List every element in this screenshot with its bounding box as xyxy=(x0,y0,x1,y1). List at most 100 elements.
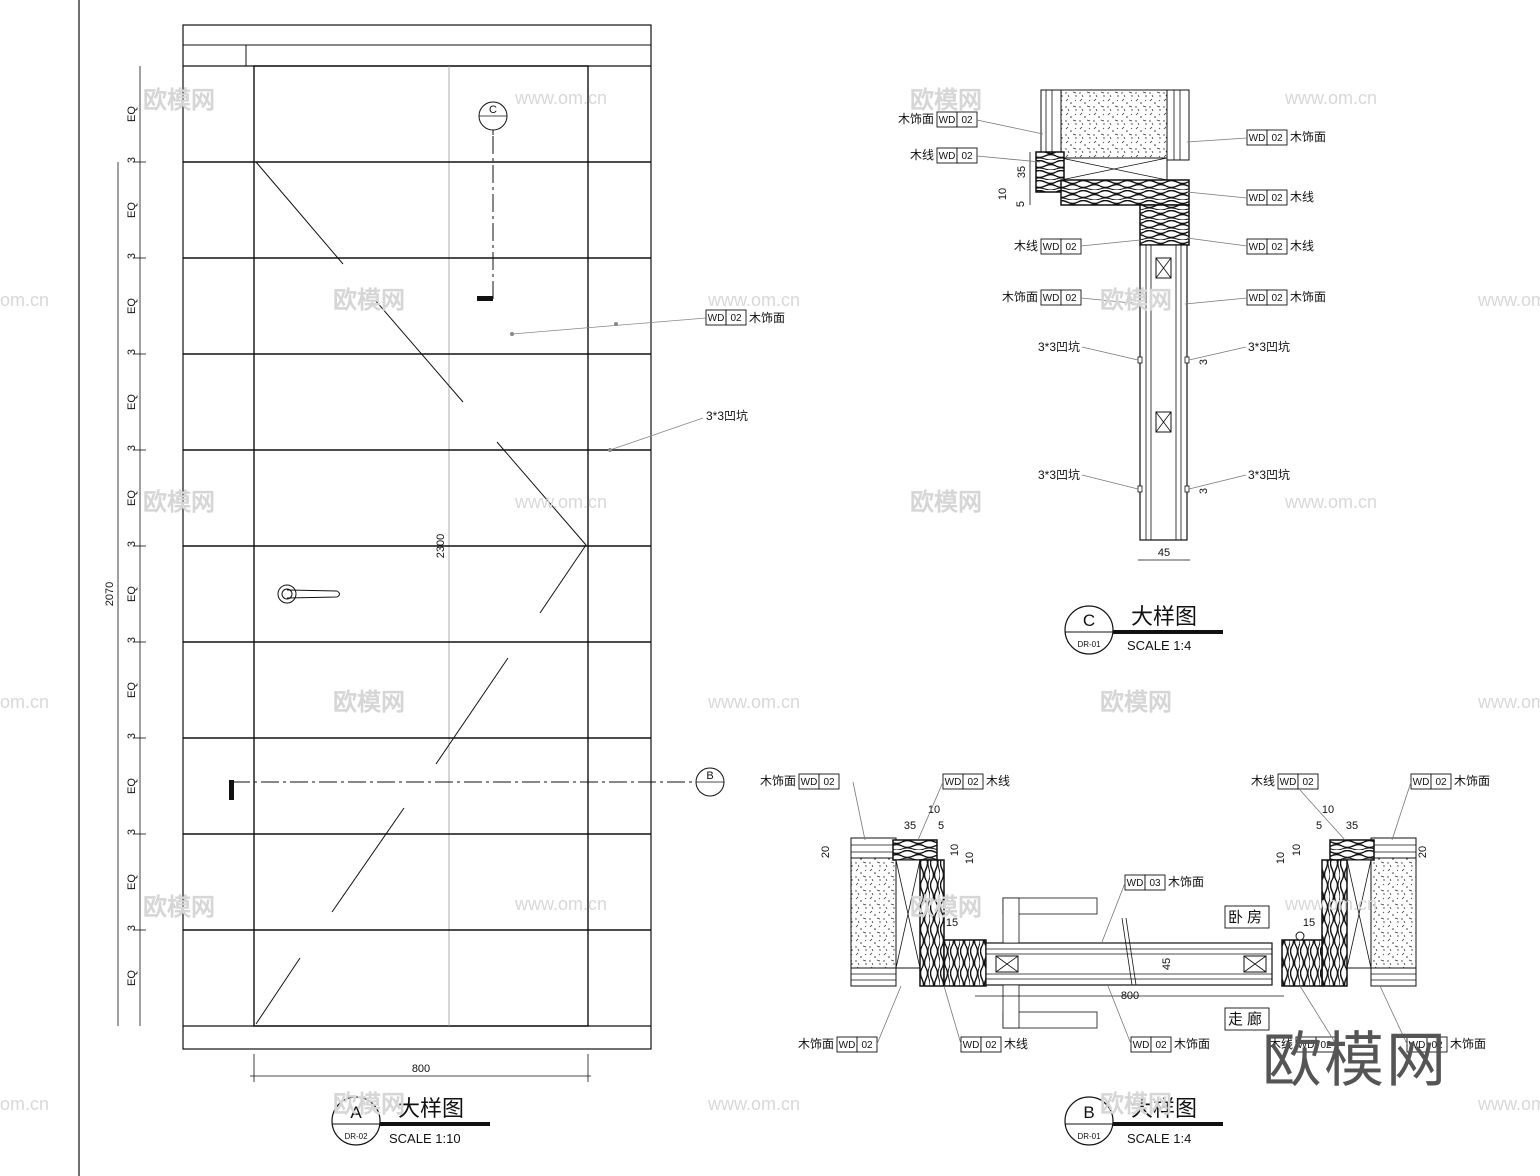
eq-label: EQ xyxy=(126,778,138,794)
detail-b-scale: SCALE 1:4 xyxy=(1127,1131,1191,1146)
svg-text:20: 20 xyxy=(820,846,832,858)
svg-text:10: 10 xyxy=(949,844,961,856)
detail-c-title-text: 大样图 xyxy=(1131,604,1197,629)
svg-text:10: 10 xyxy=(1291,844,1303,856)
svg-text:WD: WD xyxy=(1298,1040,1315,1051)
svg-text:02: 02 xyxy=(1271,242,1283,253)
svg-text:02: 02 xyxy=(1431,1040,1443,1051)
svg-text:WD: WD xyxy=(1280,777,1297,788)
svg-text:3*3凹坑: 3*3凹坑 xyxy=(1038,339,1080,354)
svg-text:02: 02 xyxy=(730,313,742,324)
door-handle xyxy=(277,584,340,604)
svg-text:45: 45 xyxy=(1161,958,1173,970)
section-b-marker: B xyxy=(229,767,725,800)
brand-watermark-text: 欧模网 xyxy=(910,893,982,921)
detail-b-title-text: 大样图 xyxy=(1131,1096,1197,1121)
url-watermark-text: www.om.cn xyxy=(1284,492,1377,512)
gap-label: 3 xyxy=(126,637,138,643)
svg-text:02: 02 xyxy=(985,1040,997,1051)
eq-label: EQ xyxy=(126,970,138,986)
detail-b-plan-section: 800 45 20 20 35 35 10 10 5 5 10 10 10 10… xyxy=(760,773,1490,1146)
svg-text:02: 02 xyxy=(1271,293,1283,304)
url-watermark-text: om.cn xyxy=(0,1094,49,1114)
svg-text:02: 02 xyxy=(1271,133,1283,144)
svg-text:3: 3 xyxy=(1198,488,1210,494)
brand-watermark-text: 欧模网 xyxy=(143,893,215,921)
gap-label: 3 xyxy=(126,541,138,547)
svg-text:木饰面: 木饰面 xyxy=(1168,875,1204,889)
detail-a-letter: A xyxy=(350,1103,362,1122)
svg-text:35: 35 xyxy=(904,820,916,832)
gap-label: 3 xyxy=(126,253,138,259)
eq-label: EQ xyxy=(126,106,138,122)
detail-b-sheet-ref: DR-01 xyxy=(1077,1132,1101,1141)
svg-text:WD: WD xyxy=(1133,1040,1150,1051)
url-watermark-text: om.cn xyxy=(0,692,49,712)
svg-text:WD: WD xyxy=(1043,242,1060,253)
url-watermark-text: www.om.cn xyxy=(707,290,800,310)
svg-text:木饰面: 木饰面 xyxy=(760,774,796,788)
svg-text:WD: WD xyxy=(1043,293,1060,304)
svg-text:木饰面: 木饰面 xyxy=(798,1037,834,1051)
svg-text:02: 02 xyxy=(1155,1040,1167,1051)
svg-text:木饰面: 木饰面 xyxy=(1454,774,1490,788)
svg-text:35: 35 xyxy=(1346,820,1358,832)
svg-text:木饰面: 木饰面 xyxy=(1450,1037,1486,1051)
eq-label: EQ xyxy=(126,202,138,218)
brand-watermark-text: 欧模网 xyxy=(1100,688,1172,716)
svg-text:WD: WD xyxy=(839,1040,856,1051)
detail-b-title: B DR-01 大样图 SCALE 1:4 xyxy=(1064,1096,1223,1146)
svg-text:木线: 木线 xyxy=(910,148,934,162)
door-frame-outline xyxy=(182,24,652,1050)
section-c-marker: C xyxy=(477,101,508,301)
svg-text:02: 02 xyxy=(1271,193,1283,204)
url-watermark-text: www.om.cn xyxy=(514,894,607,914)
svg-text:木线: 木线 xyxy=(1290,239,1314,253)
url-watermark-text: www.om.cn xyxy=(1477,692,1540,712)
svg-text:木饰面: 木饰面 xyxy=(898,112,934,126)
svg-text:02: 02 xyxy=(1065,242,1077,253)
svg-text:WD: WD xyxy=(1249,293,1266,304)
detail-a-scale: SCALE 1:10 xyxy=(389,1131,461,1146)
gap-label: 3 xyxy=(126,157,138,163)
detail-a-title: A DR-02 大样图 SCALE 1:10 xyxy=(331,1096,490,1146)
svg-text:10: 10 xyxy=(928,804,940,816)
svg-text:10: 10 xyxy=(964,852,976,864)
svg-text:02: 02 xyxy=(1320,1040,1332,1051)
svg-text:5: 5 xyxy=(1316,820,1322,832)
svg-text:800: 800 xyxy=(1121,990,1139,1002)
material-tag: WD 02 木线 xyxy=(1246,238,1314,255)
gap-label: 3 xyxy=(126,829,138,835)
url-watermark-text: www.om.cn xyxy=(707,1094,800,1114)
url-watermark-text: www.om.cn xyxy=(707,692,800,712)
callout-wood-face: WD 02 木饰面 xyxy=(510,309,785,336)
eq-label: EQ xyxy=(126,874,138,890)
svg-text:WD: WD xyxy=(1249,193,1266,204)
eq-label: EQ xyxy=(126,298,138,314)
svg-text:木饰面: 木饰面 xyxy=(1290,130,1326,144)
brand-watermark: 欧模网 xyxy=(1262,1026,1448,1096)
svg-text:3*3凹坑: 3*3凹坑 xyxy=(706,408,748,423)
watermark-layer: 欧模网欧模网欧模网欧模网欧模网欧模网欧模网欧模网欧模网欧模网欧模网欧模网www.… xyxy=(0,86,1540,1118)
svg-text:WD: WD xyxy=(945,777,962,788)
svg-text:02: 02 xyxy=(1435,777,1447,788)
svg-text:WD: WD xyxy=(1249,242,1266,253)
svg-text:03: 03 xyxy=(1149,878,1161,889)
brand-watermark-text: 欧模网 xyxy=(910,488,982,516)
detail-c-title: C DR-01 大样图 SCALE 1:4 xyxy=(1064,604,1223,655)
detail-b-letter: B xyxy=(1083,1103,1094,1122)
svg-text:02: 02 xyxy=(1065,293,1077,304)
svg-text:WD: WD xyxy=(939,115,956,126)
